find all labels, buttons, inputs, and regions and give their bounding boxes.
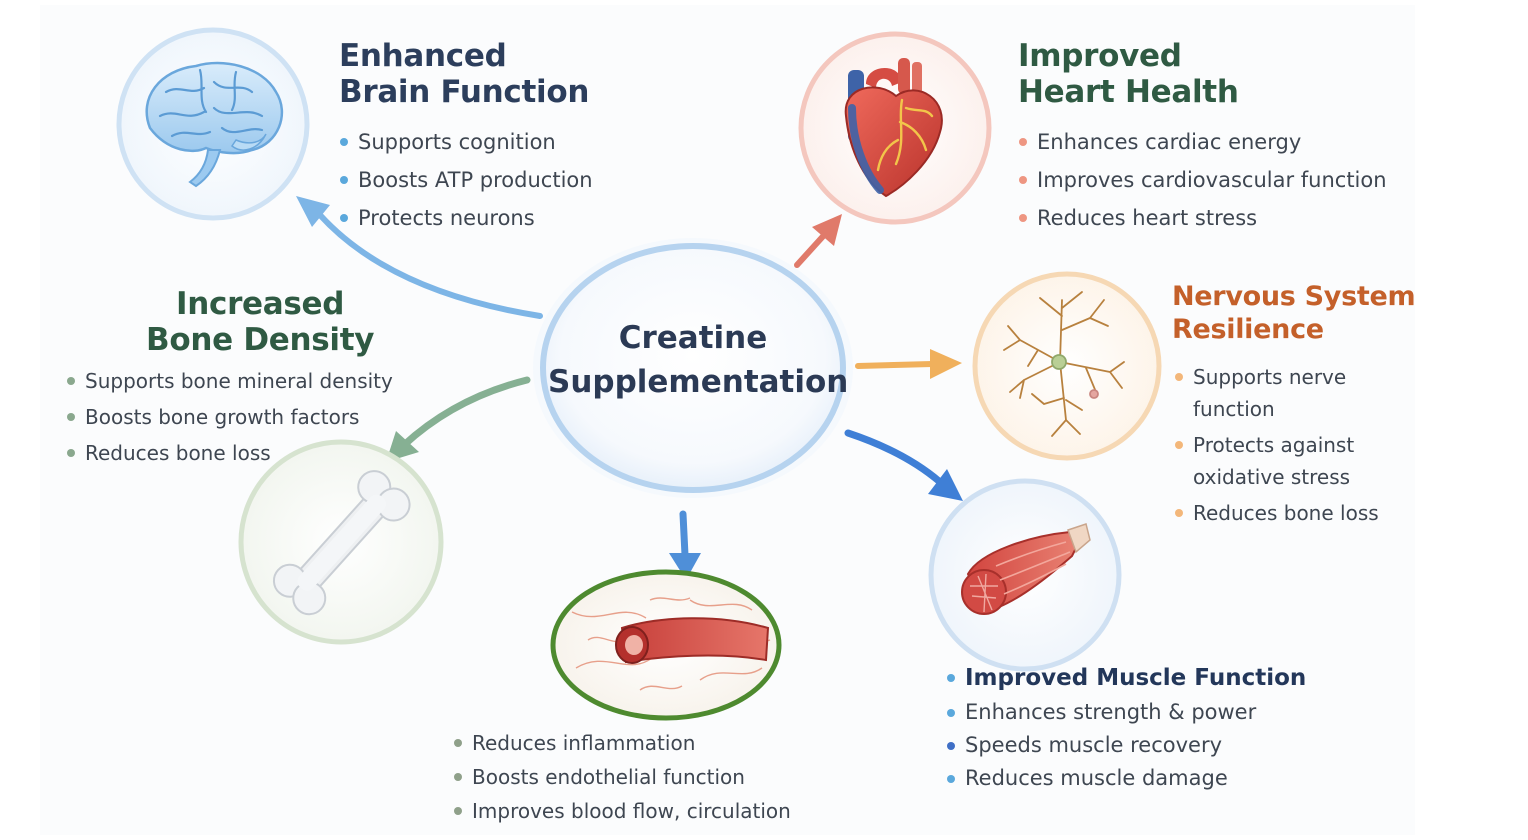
arrow-to-nervous	[855, 349, 962, 379]
arrow-to-heart	[794, 214, 842, 268]
center-label: Creatine Supplementation	[548, 316, 849, 404]
center-label-line1: Creatine	[618, 320, 768, 356]
nervous-bullet: Protects against	[1174, 429, 1379, 461]
vessel-bullet: Reduces inflammation	[453, 726, 791, 760]
muscle-bullet: Enhances strength & power	[946, 696, 1306, 729]
brain-bullet: Supports cognition	[339, 123, 593, 161]
brain-title: Enhanced Brain Function	[339, 38, 589, 110]
nervous-title-line2: Resilience	[1172, 314, 1324, 345]
heart-bullet: Improves cardiovascular function	[1018, 161, 1387, 199]
arrow-to-vessel	[669, 510, 701, 580]
arrow-to-brain	[296, 196, 543, 319]
heart-bullets: Enhances cardiac energy Improves cardiov…	[1018, 123, 1387, 237]
muscle-bullets: Improved Muscle Function Enhances streng…	[946, 660, 1306, 795]
neuron-icon	[1003, 291, 1125, 437]
nervous-bullet-continuation: function	[1193, 397, 1275, 421]
muscle-icon	[961, 523, 1091, 615]
bone-bullet: Boosts bone growth factors	[66, 399, 393, 435]
brain-node-circle	[116, 27, 310, 221]
nervous-bullet-continuation: oxidative stress	[1193, 465, 1351, 489]
center-label-line2: Supplementation	[548, 364, 849, 400]
brain-title-line1: Enhanced	[339, 38, 507, 74]
nervous-bullet: Reduces bone loss	[1174, 497, 1379, 529]
heart-title: Improved Heart Health	[1018, 38, 1239, 110]
nervous-title-line1: Nervous System	[1172, 281, 1416, 312]
brain-icon	[145, 61, 284, 188]
brain-bullet: Protects neurons	[339, 199, 593, 237]
blood-vessel-icon	[571, 597, 771, 691]
heart-title-line1: Improved	[1018, 38, 1182, 74]
heart-bullet: Enhances cardiac energy	[1018, 123, 1387, 161]
brain-title-line2: Brain Function	[339, 74, 590, 110]
vessel-node-circle	[550, 569, 782, 721]
heart-title-line2: Heart Health	[1018, 74, 1239, 110]
bone-title: Increased Bone Density	[146, 286, 374, 358]
nervous-node-circle	[972, 271, 1162, 461]
arrow-to-muscle	[844, 429, 963, 501]
bone-icon	[272, 470, 411, 616]
center-circle	[533, 238, 853, 498]
muscle-node-circle	[928, 478, 1122, 672]
bone-bullets: Supports bone mineral density Boosts bon…	[66, 363, 393, 471]
vessel-bullet: Improves blood flow, circulation	[453, 794, 791, 828]
nervous-title: Nervous System Resilience	[1172, 280, 1416, 346]
nervous-bullets: Supports nerve function Protects against…	[1174, 361, 1379, 529]
muscle-bullet: Speeds muscle recovery	[946, 729, 1306, 762]
heart-bullet: Reduces heart stress	[1018, 199, 1387, 237]
bone-bullet: Supports bone mineral density	[66, 363, 393, 399]
arrow-to-bone	[386, 376, 531, 462]
brain-bullets: Supports cognition Boosts ATP production…	[339, 123, 593, 237]
bone-title-line1: Increased	[175, 286, 345, 322]
heart-node-circle	[798, 31, 992, 225]
vessel-bullet: Boosts endothelial function	[453, 760, 791, 794]
bone-title-line2: Bone Density	[146, 322, 375, 358]
nervous-bullet: Supports nerve	[1174, 361, 1379, 393]
muscle-title: Improved Muscle Function	[946, 660, 1306, 696]
vessel-bullets: Reduces inflammation Boosts endothelial …	[453, 726, 791, 828]
bone-bullet: Reduces bone loss	[66, 435, 393, 471]
bone-node-circle	[238, 439, 444, 645]
heart-icon	[844, 58, 943, 198]
brain-bullet: Boosts ATP production	[339, 161, 593, 199]
muscle-bullet: Reduces muscle damage	[946, 762, 1306, 795]
